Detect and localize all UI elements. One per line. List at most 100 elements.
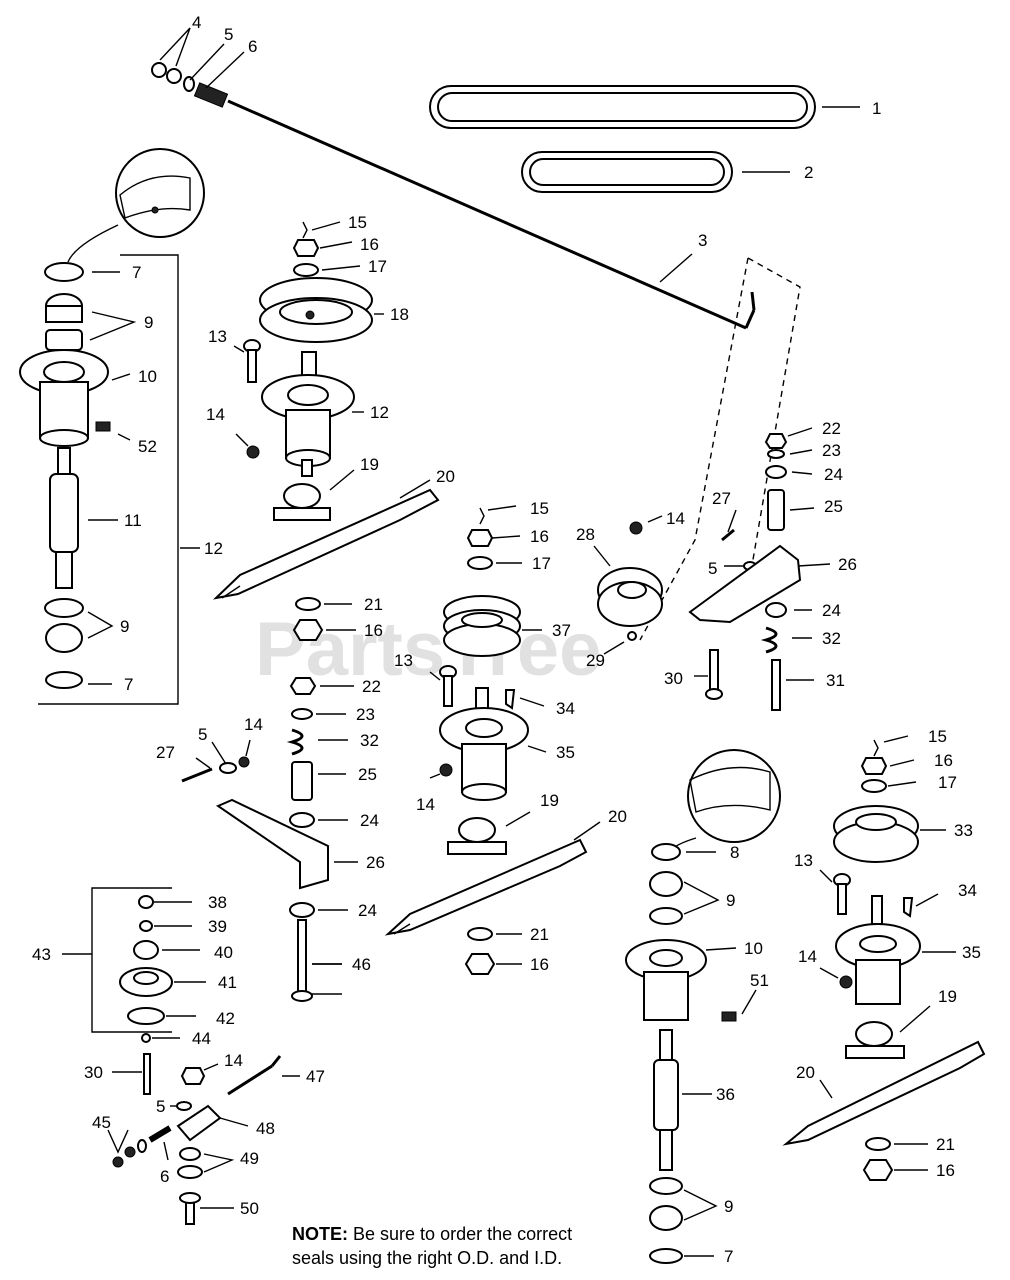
callout-32: 32 [360,731,379,750]
callout-leaders [62,27,956,1257]
callout-48: 48 [256,1119,275,1138]
callout-9-c: 9 [726,891,735,910]
callout-19: 19 [360,455,379,474]
idler-kit-lower-left[interactable] [112,895,282,1225]
callout-24-d: 24 [822,601,841,620]
assembly-bracket-12 [38,254,179,705]
callout-11: 11 [124,511,142,530]
callout-23-b: 23 [822,441,841,460]
callout-35-b: 35 [962,943,981,962]
callout-labels: 1 2 3 4 5 6 7 9 10 52 11 12 9 7 15 16 17… [32,13,981,1266]
callout-35: 35 [556,743,575,762]
callout-14-e: 14 [798,947,817,966]
callout-34-b: 34 [958,881,977,900]
callout-12-left: 12 [204,539,223,558]
callout-23: 23 [356,705,375,724]
callout-26: 26 [366,853,385,872]
callout-17-c: 17 [938,773,957,792]
callout-52: 52 [138,437,157,456]
spindle-assembly-right[interactable] [625,749,781,1264]
callout-5: 5 [224,25,233,44]
callout-14-c: 14 [416,795,435,814]
callout-49: 49 [240,1149,259,1168]
callout-17: 17 [368,257,387,276]
spindle-assembly-left[interactable] [19,262,111,689]
callout-10-b: 10 [744,939,763,958]
note-text: NOTE: Be sure to order the correct seals… [292,1222,712,1270]
callout-16-f: 16 [936,1161,955,1180]
callout-25: 25 [358,765,377,784]
callout-47: 47 [306,1067,325,1086]
seal-detail-bubble-left [67,148,205,263]
callout-14: 14 [206,405,225,424]
callout-15-b: 15 [530,499,549,518]
callout-20: 20 [436,467,455,486]
callout-26-b: 26 [838,555,857,574]
callout-27: 27 [156,743,175,762]
callout-29: 29 [586,651,605,670]
callout-6: 6 [248,37,257,56]
callout-38: 38 [208,893,227,912]
callout-30-b: 30 [84,1063,103,1082]
callout-25-b: 25 [824,497,843,516]
callout-7: 7 [132,263,141,282]
callout-2: 2 [804,163,813,182]
belt-large[interactable] [429,85,816,129]
callout-16-d: 16 [530,955,549,974]
callout-19-b: 19 [540,791,559,810]
idler-assembly-right[interactable] [597,433,802,711]
callout-43: 43 [32,945,51,964]
callout-21: 21 [364,595,383,614]
callout-4: 4 [192,13,201,32]
callout-14-b: 14 [244,715,263,734]
callout-30: 30 [664,669,683,688]
callout-13: 13 [208,327,227,346]
callout-46: 46 [352,955,371,974]
callout-45: 45 [92,1113,111,1132]
spindle-assembly-top-center[interactable] [212,221,440,641]
callout-24: 24 [360,811,379,830]
callout-15: 15 [348,213,367,232]
callout-18: 18 [390,305,409,324]
callout-37: 37 [552,621,571,640]
callout-9: 9 [144,313,153,332]
callout-20-c: 20 [796,1063,815,1082]
callout-36: 36 [716,1085,735,1104]
callout-6-b: 6 [160,1167,169,1186]
callout-14-d: 14 [666,509,685,528]
callout-16-b: 16 [364,621,383,640]
callout-14-f: 14 [224,1051,243,1070]
callout-16-e: 16 [934,751,953,770]
belt-small[interactable] [521,151,733,193]
callout-8: 8 [730,843,739,862]
callout-24-c: 24 [824,465,843,484]
idler-stack-left[interactable] [181,677,329,1002]
callout-13-b: 13 [394,651,413,670]
tension-rod[interactable] [151,62,756,330]
callout-7-b: 7 [124,675,133,694]
spindle-assembly-center[interactable] [384,507,588,975]
callout-5-d: 5 [156,1097,165,1116]
assembly-bracket-43 [91,887,172,1033]
callout-20-b: 20 [608,807,627,826]
callout-33: 33 [954,821,973,840]
callout-13-c: 13 [794,851,813,870]
callout-9-b: 9 [120,617,129,636]
spindle-assembly-far-right[interactable] [782,739,986,1181]
callout-22: 22 [362,677,381,696]
callout-3: 3 [698,231,707,250]
callout-22-b: 22 [822,419,841,438]
callout-34: 34 [556,699,575,718]
callout-44: 44 [192,1029,211,1048]
callout-12: 12 [370,403,389,422]
callout-40: 40 [214,943,233,962]
callout-16-c: 16 [530,527,549,546]
callout-51: 51 [750,971,769,990]
callout-21-b: 21 [530,925,549,944]
callout-28: 28 [576,525,595,544]
callout-19-c: 19 [938,987,957,1006]
callout-15-c: 15 [928,727,947,746]
callout-5-c: 5 [708,559,717,578]
callout-39: 39 [208,917,227,936]
